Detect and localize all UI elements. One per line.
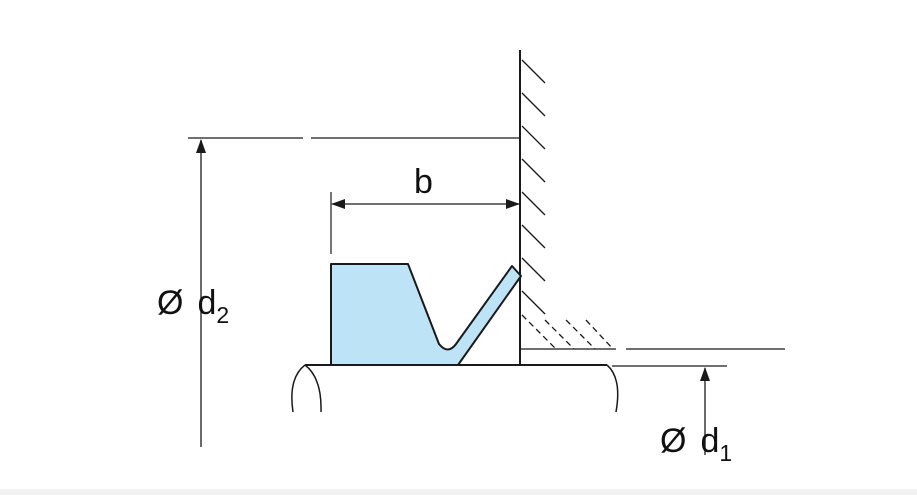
v-ring-seal: [330, 263, 522, 366]
bottom-bar: [0, 489, 917, 495]
housing-wall-hatching: [521, 59, 546, 315]
housing-bottom-hatching: [521, 314, 614, 350]
b-label: b: [414, 163, 433, 201]
shaft-left-inner-curve: [304, 364, 322, 413]
shaft-right-curve: [606, 364, 619, 413]
shaft-left-curve: [291, 364, 306, 413]
